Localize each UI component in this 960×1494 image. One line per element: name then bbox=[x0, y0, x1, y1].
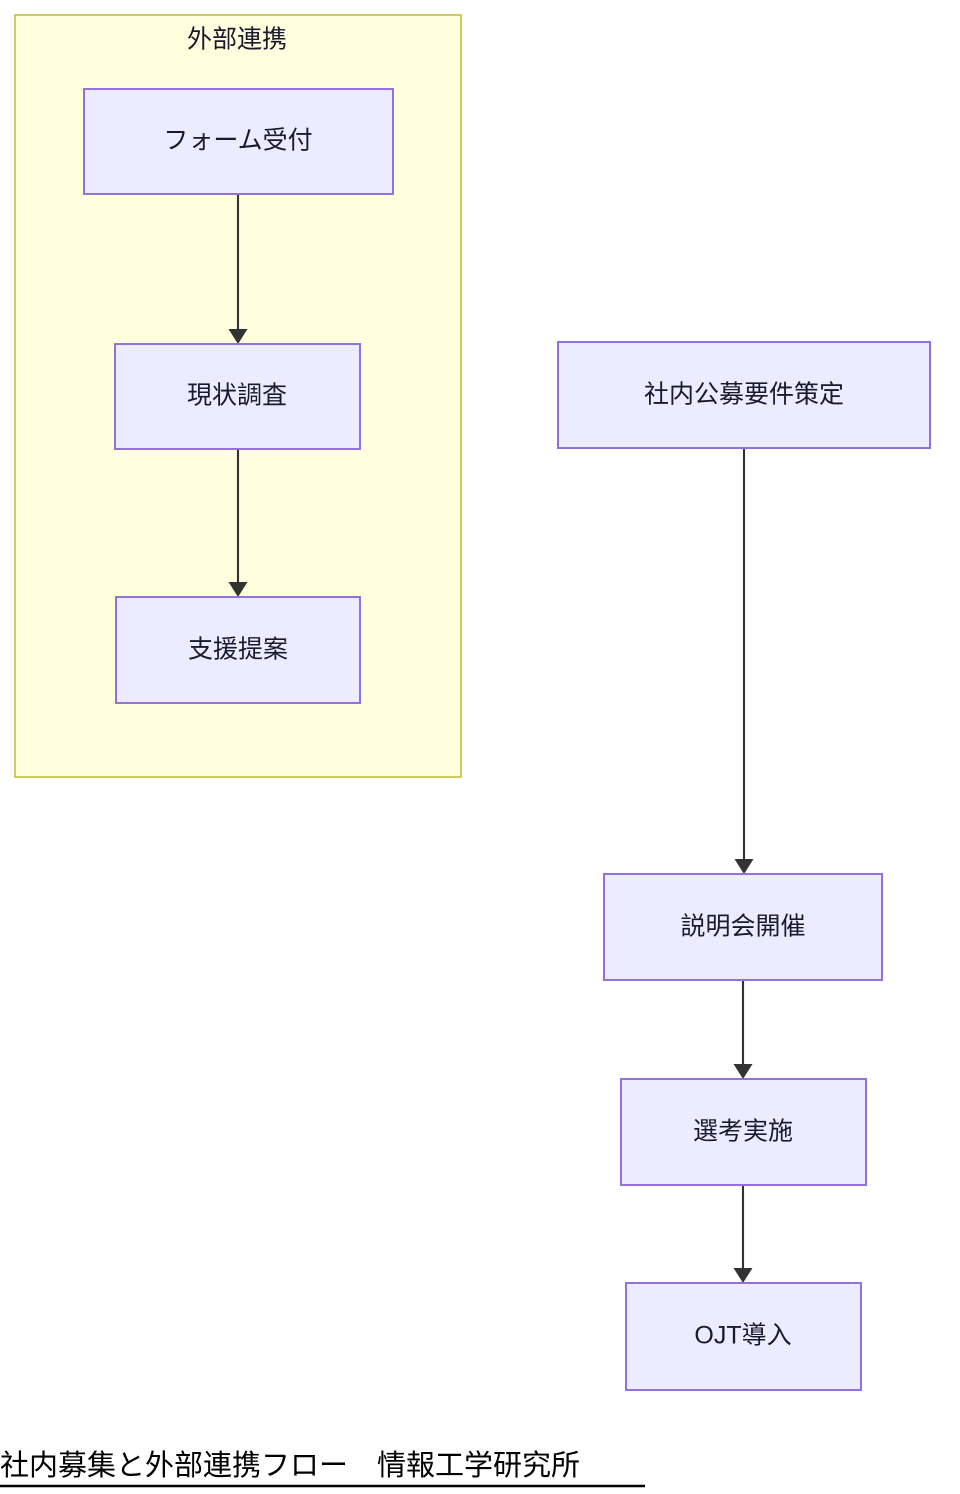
diagram-caption: 社内募集と外部連携フロー 情報工学研究所 bbox=[0, 1449, 645, 1488]
edge-layer bbox=[228, 194, 754, 1283]
node-box[interactable] bbox=[557, 341, 931, 449]
node-proposal[interactable]: 支援提案 bbox=[115, 596, 361, 704]
node-box[interactable] bbox=[603, 873, 883, 981]
node-form[interactable]: フォーム受付 bbox=[83, 88, 394, 195]
node-survey[interactable]: 現状調査 bbox=[114, 343, 361, 450]
edge-requirements-to-briefing bbox=[734, 448, 754, 874]
node-label: 社内公募要件策定 bbox=[644, 381, 844, 409]
arrowhead-icon bbox=[733, 1064, 753, 1079]
arrowhead-icon bbox=[733, 1268, 753, 1283]
node-selection[interactable]: 選考実施 bbox=[620, 1078, 867, 1186]
arrowhead-icon bbox=[228, 582, 248, 597]
node-box[interactable] bbox=[625, 1282, 862, 1391]
node-label: 現状調査 bbox=[187, 382, 287, 410]
node-label: フォーム受付 bbox=[163, 127, 312, 155]
node-box[interactable] bbox=[83, 88, 394, 195]
cluster-external-title: 外部連携 bbox=[187, 26, 287, 54]
node-label: OJT導入 bbox=[694, 1322, 791, 1350]
node-requirements[interactable]: 社内公募要件策定 bbox=[557, 341, 931, 449]
edge-survey-to-proposal bbox=[228, 449, 248, 597]
edge-form-to-survey bbox=[228, 194, 248, 344]
node-box[interactable] bbox=[620, 1078, 867, 1186]
edge-selection-to-ojt bbox=[733, 1185, 753, 1283]
node-label: 説明会開催 bbox=[680, 913, 805, 941]
node-ojt[interactable]: OJT導入 bbox=[625, 1282, 862, 1391]
node-layer: フォーム受付 現状調査 支援提案 社内公募要件策定 説明会開催 選考実施 bbox=[83, 88, 931, 1391]
node-briefing[interactable]: 説明会開催 bbox=[603, 873, 883, 981]
node-label: 支援提案 bbox=[188, 636, 288, 664]
caption-label: 社内募集と外部連携フロー 情報工学研究所 bbox=[0, 1449, 580, 1482]
arrowhead-icon bbox=[228, 329, 248, 344]
node-label: 選考実施 bbox=[693, 1118, 793, 1146]
arrowhead-icon bbox=[734, 859, 754, 874]
edge-briefing-to-selection bbox=[733, 980, 753, 1079]
node-box[interactable] bbox=[115, 596, 361, 704]
node-box[interactable] bbox=[114, 343, 361, 450]
